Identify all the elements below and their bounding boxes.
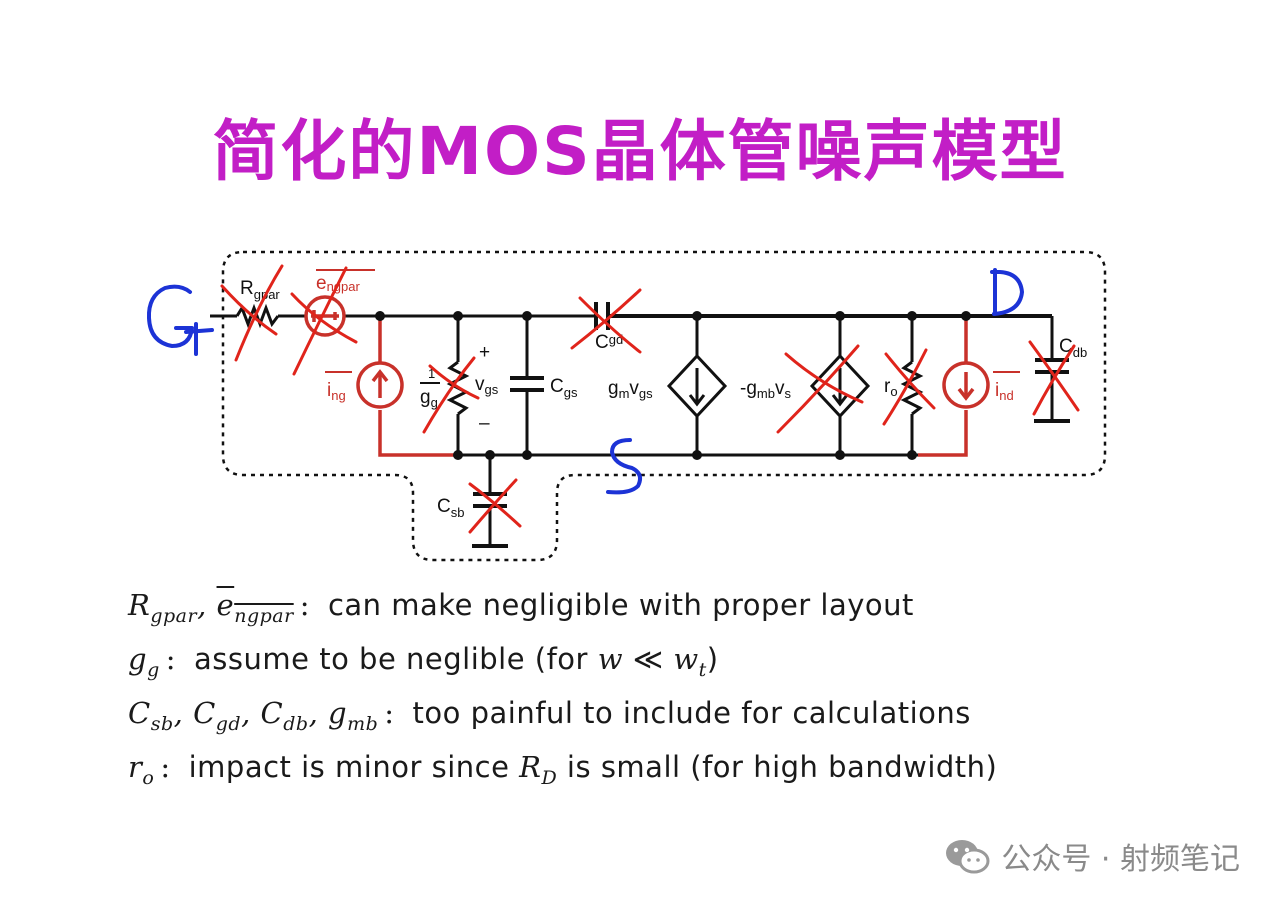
ind-label: i	[995, 380, 999, 401]
rgpar-resistor	[235, 303, 280, 329]
gmbvs-label: -g	[740, 378, 757, 399]
cgs-capacitor	[510, 316, 544, 455]
engpar-noise-source	[304, 295, 346, 337]
note-rgpar: Rgpar, engpar:can make negligible with p…	[128, 588, 914, 627]
svg-text:ind: ind	[995, 380, 1014, 403]
csb-capacitor	[472, 455, 508, 548]
note-gg: gg:assume to be neglible (for w ≪ wt)	[128, 642, 719, 681]
rgpar-label: R	[240, 278, 254, 299]
svg-text:Cgs: Cgs	[550, 376, 578, 400]
engpar-label: e	[316, 273, 327, 294]
wechat-icon	[946, 840, 990, 874]
device-boundary	[221, 250, 1107, 562]
svg-text:Csb: Csb	[437, 496, 464, 520]
cgd-label: C	[595, 332, 609, 353]
component-labels: Rgpar engpar ing 1 gg + – vgs Cgs Cgd gm…	[240, 269, 1087, 520]
svg-text:gmvgs: gmvgs	[608, 378, 653, 401]
csb-label: C	[437, 496, 451, 517]
ind-noise-source	[942, 316, 990, 409]
handwritten-drain-D: D	[990, 268, 1024, 316]
gg-label: g	[420, 387, 431, 408]
note-ro: ro:impact is minor since RD is small (fo…	[128, 750, 998, 789]
vgs-label: v	[475, 374, 485, 395]
vgs-minus: –	[479, 413, 490, 434]
note-capacitances: Csb, Cgd, Cdb, gmb:too painful to includ…	[128, 696, 971, 735]
page-title: 简化的MOS晶体管噪声模型	[212, 113, 1068, 190]
gmbvs-dependent-source	[809, 316, 871, 455]
handwritten-gate-G: G	[146, 284, 214, 356]
svg-text:ro: ro	[884, 376, 898, 399]
svg-text:vgs: vgs	[475, 374, 499, 397]
ing-noise-source	[356, 316, 404, 409]
watermark-label: 公众号 · 射频笔记	[1001, 842, 1240, 877]
cgs-label: C	[550, 376, 564, 397]
vgs-plus: +	[479, 342, 490, 363]
handwritten-source-S: S	[606, 438, 642, 495]
junction-dots	[375, 311, 971, 460]
svg-text:ing: ing	[327, 380, 346, 403]
watermark: 公众号 · 射频笔记	[943, 836, 1240, 877]
svg-text:-gmbvs: -gmbvs	[740, 378, 791, 401]
gmvgs-dependent-source	[666, 316, 728, 455]
gmvgs-label: g	[608, 378, 619, 399]
ro-label: r	[884, 376, 891, 397]
crossed-out-marks	[220, 264, 1080, 534]
simplification-notes: Rgpar, engpar:can make negligible with p…	[128, 588, 1248, 804]
ing-label: i	[327, 380, 331, 401]
gg-num-label: 1	[428, 366, 435, 381]
ro-resistor	[900, 316, 924, 455]
svg-text:gg: gg	[420, 387, 438, 410]
